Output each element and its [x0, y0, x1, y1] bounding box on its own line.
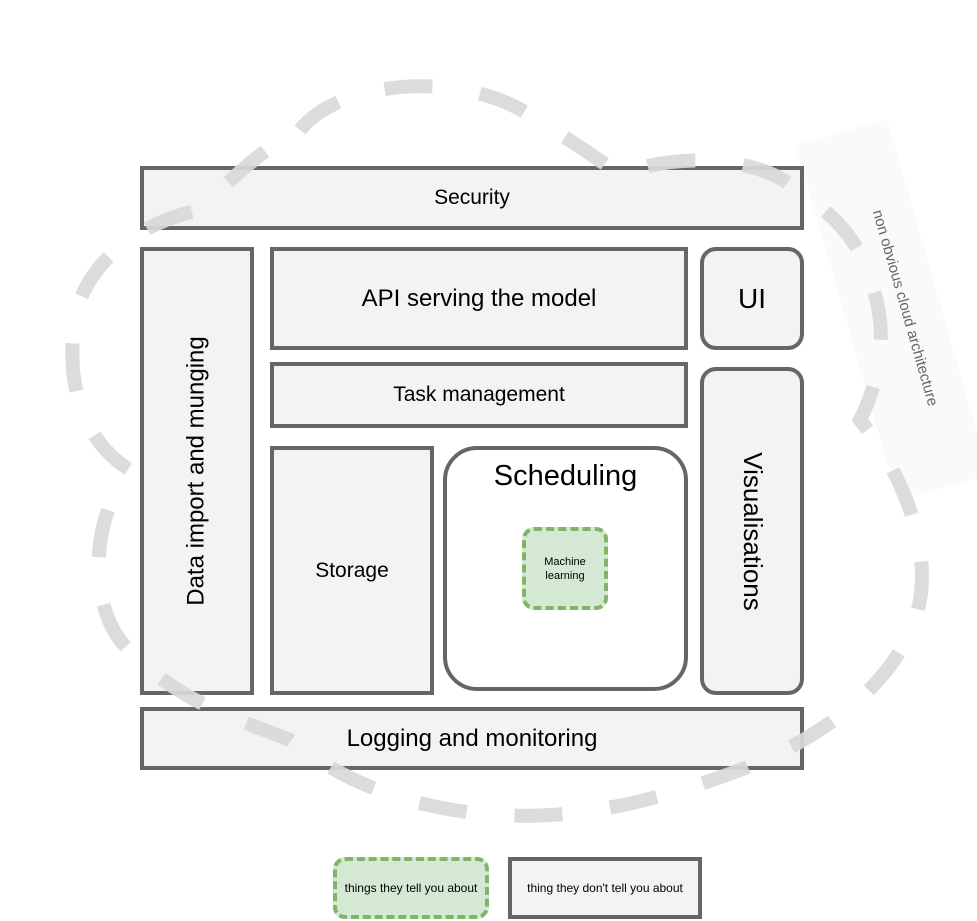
ui-box[interactable]: UI — [700, 247, 804, 350]
task-management-label: Task management — [393, 383, 565, 406]
cloud-label-background — [795, 119, 977, 501]
data-import-label: Data import and munging — [183, 336, 211, 606]
api-label: API serving the model — [361, 284, 597, 312]
storage-box[interactable]: Storage — [270, 446, 434, 695]
logging-label: Logging and monitoring — [346, 724, 598, 752]
legend-told-box: things they tell you about — [333, 857, 489, 919]
machine-learning-box[interactable]: Machine learning — [522, 527, 608, 610]
visualisations-label: Visualisations — [737, 451, 768, 611]
storage-label: Storage — [315, 558, 389, 582]
logging-box[interactable]: Logging and monitoring — [140, 707, 804, 770]
legend-told-label: things they tell you about — [344, 881, 478, 895]
legend-not-told-label: thing they don't tell you about — [527, 881, 683, 895]
security-box[interactable]: Security — [140, 166, 804, 230]
ui-label: UI — [738, 282, 766, 314]
visualisations-box[interactable]: Visualisations — [700, 367, 804, 695]
machine-learning-label-line1: Machine — [544, 555, 586, 568]
legend-not-told-box: thing they don't tell you about — [508, 857, 702, 919]
scheduling-label: Scheduling — [493, 460, 638, 492]
security-label: Security — [434, 186, 510, 209]
task-management-box[interactable]: Task management — [270, 362, 688, 428]
api-box[interactable]: API serving the model — [270, 247, 688, 350]
data-import-box[interactable]: Data import and munging — [140, 247, 254, 695]
machine-learning-label-line2: learning — [545, 569, 585, 582]
